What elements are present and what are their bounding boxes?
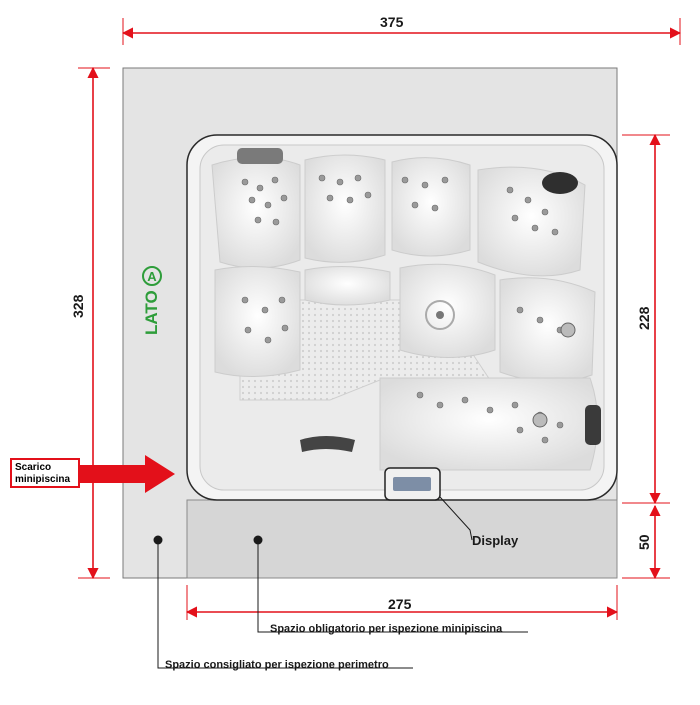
dimension-height-service: 50: [636, 534, 652, 550]
side-label-text: LATO: [142, 290, 161, 335]
marker-dot-recommended: [153, 535, 163, 545]
drain-arrow: [80, 455, 175, 493]
dimension-width-service: 275: [388, 596, 412, 612]
dimension-height-total: 328: [70, 294, 86, 318]
display-label: Display: [472, 533, 519, 548]
marker-dot-required: [253, 535, 263, 545]
side-label: LATO A: [142, 266, 162, 335]
dimension-width-total: 375: [380, 14, 404, 30]
leader-lines: [157, 496, 528, 669]
side-letter-badge: A: [142, 266, 162, 287]
recommended-space-note: Spazio consigliato per ispezione perimet…: [165, 659, 389, 671]
dimension-height-spa: 228: [636, 306, 652, 330]
drain-label: Scarico minipiscina: [10, 458, 80, 488]
spa-shell: [186, 134, 618, 501]
inspection-area: [186, 499, 618, 579]
dimension-lines: [78, 18, 682, 620]
required-space-note: Spazio obligatorio per ispezione minipis…: [270, 623, 503, 635]
